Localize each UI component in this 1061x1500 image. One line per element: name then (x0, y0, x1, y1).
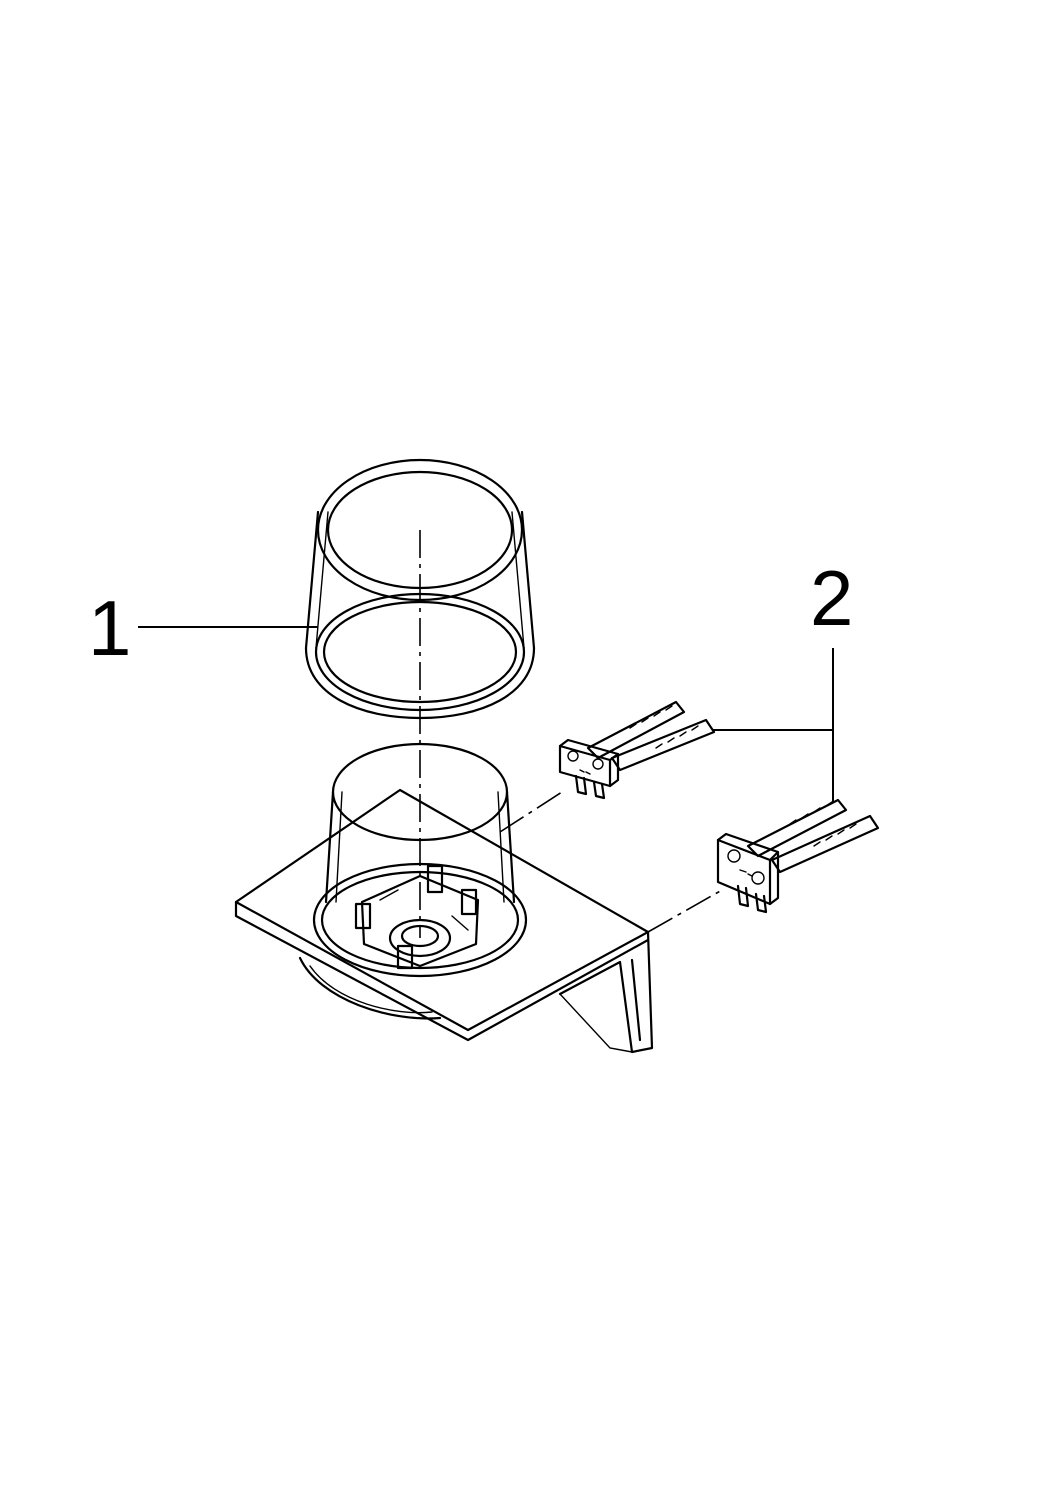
wall-anchor-upper (558, 700, 716, 800)
callout-number-1: 1 (88, 584, 131, 672)
wall-anchor-lower (716, 798, 880, 914)
assembly-line-upper (499, 791, 563, 833)
callout-1: 1 (88, 584, 318, 672)
callout-number-2: 2 (810, 554, 853, 642)
assembly-line-lower (647, 889, 723, 933)
callout-2: 2 (712, 554, 853, 802)
holder-bracket (234, 742, 654, 1054)
